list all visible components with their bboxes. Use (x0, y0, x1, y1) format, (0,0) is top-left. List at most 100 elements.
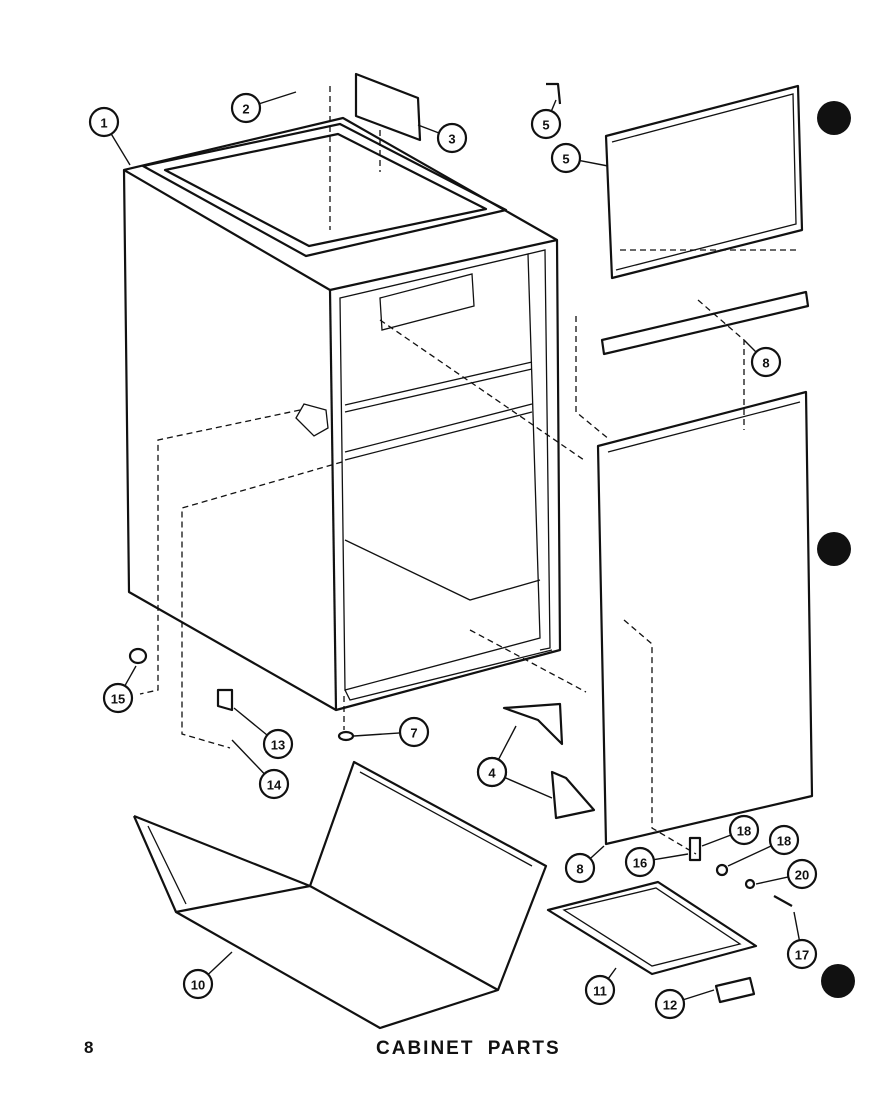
part-8-side-panel (596, 390, 814, 846)
registration-dot-icon (821, 964, 855, 998)
part-9-strip (600, 290, 810, 356)
callout-leader (504, 776, 553, 799)
callout-circle (182, 968, 214, 1000)
callout-number: 18 (777, 834, 791, 849)
registration-dot-icon (817, 532, 851, 566)
callout-circle (476, 756, 508, 788)
cabinet-body (122, 116, 562, 712)
callout-circle (728, 814, 760, 846)
part-19-bracket (688, 836, 702, 862)
callout-circle (786, 938, 818, 970)
callout-18: 18 (727, 824, 800, 867)
callout-leader (579, 159, 609, 167)
callout-circle (230, 92, 262, 124)
page-number: 8 (84, 1038, 94, 1057)
callout-number: 4 (488, 766, 496, 781)
callout-leader (233, 707, 268, 736)
part-18-washer (715, 863, 729, 877)
callout-number: 16 (633, 856, 647, 871)
callout-leader (653, 853, 689, 861)
callout-number: 10 (191, 978, 205, 993)
callout-4: 4 (476, 756, 553, 799)
callout-number: 13 (271, 738, 285, 753)
callout-17: 17 (786, 911, 818, 970)
callout-3: 3 (417, 122, 468, 154)
callout-circle (768, 824, 800, 856)
callout-circle (624, 846, 656, 878)
callout-circle (750, 346, 782, 378)
callout-number: 3 (448, 132, 455, 147)
callout-leader (417, 124, 440, 134)
callout-leader (701, 834, 732, 847)
callout-7: 7 (353, 716, 430, 748)
callout-16: 16 (624, 846, 689, 878)
callout-leader (231, 739, 265, 775)
callout-leader (683, 989, 715, 1001)
callout-circle (530, 108, 562, 140)
callout-circle (654, 988, 686, 1020)
callout-number: 20 (795, 868, 809, 883)
callout-8: 8 (743, 339, 782, 378)
callout-circle (102, 682, 134, 714)
callout-leader (124, 665, 137, 687)
callout-number: 18 (737, 824, 751, 839)
callout-leader (353, 732, 401, 737)
part-4-bracket-lower (550, 770, 596, 820)
part-5-bracket (546, 82, 562, 105)
callout-2: 2 (230, 91, 297, 124)
callout-18: 18 (701, 814, 760, 847)
callout-number: 2 (242, 102, 249, 117)
callout-14: 14 (231, 739, 290, 800)
callout-circle (550, 142, 582, 174)
callout-leader (550, 99, 557, 112)
callout-circle (564, 852, 596, 884)
registration-dot-icon (817, 101, 851, 135)
part-11-filter (546, 880, 758, 976)
callout-number: 5 (562, 152, 569, 167)
callout-12: 12 (654, 988, 715, 1020)
callout-number: 5 (542, 118, 549, 133)
callout-13: 13 (233, 707, 294, 760)
callout-20: 20 (755, 858, 818, 890)
callout-leader (497, 725, 517, 760)
part-17-screw (773, 895, 793, 907)
callout-number: 12 (663, 998, 677, 1013)
part-15-grommet (128, 647, 148, 665)
callout-leader (110, 133, 131, 166)
callout-circle (258, 768, 290, 800)
callout-number: 17 (795, 948, 809, 963)
part-6-upper-panel (604, 84, 804, 280)
callout-5: 5 (550, 142, 609, 174)
callout-circle (398, 716, 430, 748)
callout-circle (786, 858, 818, 890)
part-4-bracket-upper (502, 702, 564, 746)
part-20-nut (744, 878, 756, 890)
part-13-clip (216, 688, 234, 712)
callout-8: 8 (564, 845, 605, 884)
callout-leader (259, 91, 297, 105)
part-3-plate (354, 72, 422, 142)
callout-circle (88, 106, 120, 138)
callout-15: 15 (102, 665, 137, 714)
diagram-caption: CABINET PARTS (376, 1038, 561, 1059)
callouts: 12355844713141510111216181820178 (88, 91, 818, 1020)
callout-number: 15 (111, 692, 125, 707)
callout-leader (755, 876, 789, 885)
callout-number: 1 (100, 116, 107, 131)
part-10-filter-frame (132, 760, 548, 1030)
callout-circle (436, 122, 468, 154)
callout-10: 10 (182, 951, 233, 1000)
part-7-washer (337, 730, 355, 742)
callout-number: 14 (267, 778, 282, 793)
callout-circle (262, 728, 294, 760)
callout-number: 8 (762, 356, 769, 371)
callout-11: 11 (584, 967, 617, 1006)
callout-leader (793, 911, 801, 941)
callout-1: 1 (88, 106, 131, 166)
callout-number: 8 (576, 862, 583, 877)
callout-leader (207, 951, 233, 975)
callout-number: 7 (410, 726, 417, 741)
callout-leader (743, 339, 757, 353)
